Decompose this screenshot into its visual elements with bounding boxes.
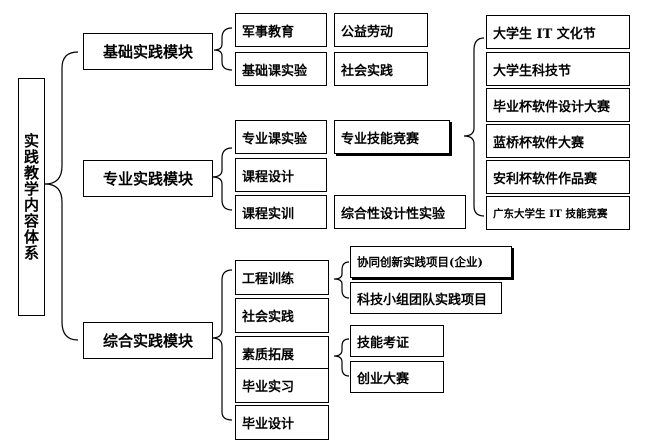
extra-entrepreneurship-contest: 创业大赛: [350, 361, 444, 393]
competition-label: 安利杯软件作品赛: [493, 171, 598, 187]
project-label: 协同创新实践项目(企业): [357, 255, 483, 269]
module-professional: 专业实践模块: [83, 160, 213, 197]
extras-brace: [333, 338, 350, 377]
item-label: 专业课实验: [242, 131, 308, 147]
item-label: 基础课实验: [242, 63, 308, 79]
module-basic-label: 基础实践模块: [102, 43, 193, 61]
item-label: 专业技能竞赛: [341, 131, 420, 147]
competition-it-culture-festival: 大学生 IT 文化节: [486, 15, 630, 49]
item-quality-expansion: 素质拓展: [235, 336, 329, 371]
root-node: 实践教学内容体系: [18, 78, 45, 316]
item-engineering-training: 工程训练: [235, 260, 329, 295]
item-graduation-internship: 毕业实习: [235, 368, 329, 403]
competition-label: 毕业杯软件设计大赛: [493, 99, 611, 115]
extra-label: 创业大赛: [357, 371, 410, 387]
item-social-practice-comprehensive: 社会实践: [235, 298, 329, 333]
item-course-design: 课程设计: [235, 158, 327, 192]
item-basic-course-experiment: 基础课实验: [235, 52, 327, 86]
module-comprehensive: 综合实践模块: [83, 322, 213, 359]
item-label: 军事教育: [242, 24, 295, 40]
module-basic: 基础实践模块: [83, 33, 213, 70]
project-collaborative-innovation: 协同创新实践项目(企业): [350, 246, 512, 278]
item-label: 素质拓展: [242, 348, 295, 363]
item-public-labor: 公益劳动: [334, 13, 428, 47]
project-tech-team: 科技小组团队实践项目: [350, 282, 502, 314]
item-course-training: 课程实训: [235, 195, 327, 229]
basic-brace: [213, 27, 233, 71]
competition-label: 蓝桥杯软件大赛: [493, 135, 585, 151]
root-brace: [44, 51, 79, 341]
competition-amway-cup: 安利杯软件作品赛: [486, 160, 630, 194]
item-label: 社会实践: [242, 310, 295, 325]
item-label: 社会实践: [341, 63, 394, 79]
competitions-brace: [463, 37, 485, 217]
module-comprehensive-label: 综合实践模块: [102, 332, 193, 350]
item-label: 综合性设计性实验: [341, 206, 446, 222]
item-label: 毕业实习: [242, 380, 295, 395]
item-professional-skills-competition: 专业技能竞赛: [334, 120, 450, 154]
root-label: 实践教学内容体系: [22, 133, 40, 261]
comprehensive-brace: [211, 269, 233, 421]
item-graduation-design: 毕业设计: [235, 405, 329, 440]
item-social-practice-basic: 社会实践: [334, 52, 428, 86]
competition-label: 大学生 IT 文化节: [493, 26, 596, 42]
projects-brace: [333, 261, 350, 299]
item-comprehensive-design-experiment: 综合性设计性实验: [334, 195, 466, 229]
competition-lanqiao-cup: 蓝桥杯软件大赛: [486, 124, 630, 158]
professional-brace: [211, 147, 233, 211]
competition-graduation-cup: 毕业杯软件设计大赛: [486, 88, 630, 122]
project-label: 科技小组团队实践项目: [357, 292, 488, 308]
competition-science-festival: 大学生科技节: [486, 52, 630, 86]
module-professional-label: 专业实践模块: [102, 170, 193, 188]
item-label: 工程训练: [242, 272, 295, 287]
competition-label: 大学生科技节: [493, 63, 572, 79]
competition-label: 广东大学生 IT 技能竞赛: [493, 207, 608, 220]
extra-label: 技能考证: [357, 335, 410, 351]
item-military-education: 军事教育: [235, 13, 327, 47]
extra-skill-certification: 技能考证: [350, 325, 444, 357]
item-label: 课程设计: [242, 169, 295, 185]
competition-guangdong-it-skills: 广东大学生 IT 技能竞赛: [486, 196, 630, 230]
item-label: 公益劳动: [341, 24, 394, 40]
item-label: 毕业设计: [242, 417, 295, 432]
item-professional-course-experiment: 专业课实验: [235, 120, 327, 154]
item-label: 课程实训: [242, 206, 295, 222]
